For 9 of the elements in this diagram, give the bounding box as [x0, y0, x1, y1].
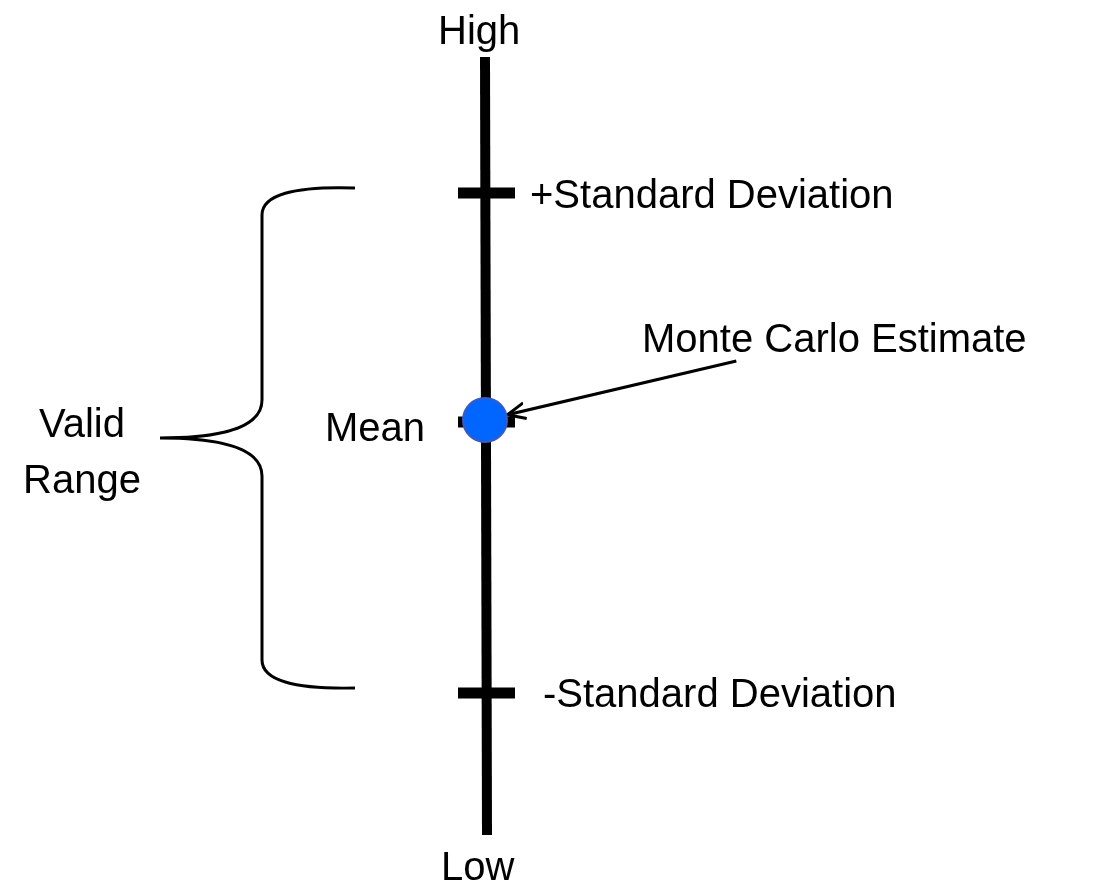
- callout-label: Monte Carlo Estimate: [642, 315, 1027, 361]
- axis-label: Low: [441, 843, 515, 889]
- estimate-dot: [462, 397, 508, 443]
- tick-label: Mean: [325, 404, 426, 450]
- tick-label: +Standard Deviation: [530, 171, 894, 217]
- axis-label: High: [438, 7, 521, 53]
- bracket-label: Valid Range: [22, 400, 142, 503]
- arrow: [505, 359, 737, 420]
- tick-label: -Standard Deviation: [543, 670, 897, 716]
